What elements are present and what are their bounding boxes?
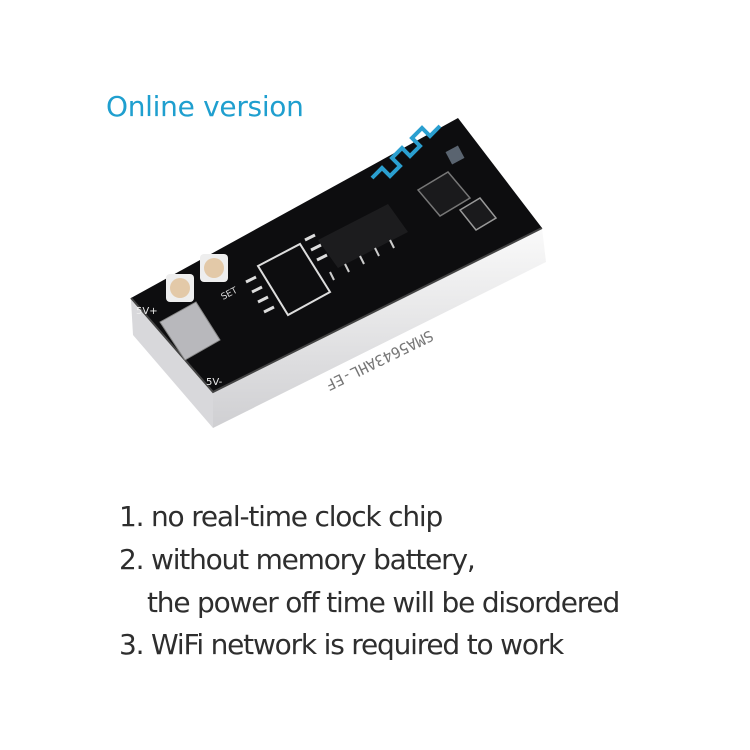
wifi-chip <box>416 171 472 217</box>
feature-2: 2. without memory battery, <box>119 543 476 576</box>
svg-text:5V+: 5V+ <box>136 306 158 317</box>
feature-2-continued: the power off time will be disordered <box>147 586 620 619</box>
display-front-face <box>213 228 546 428</box>
page-title: Online version <box>106 90 304 123</box>
driver-chip <box>318 204 408 268</box>
chip-small <box>458 197 498 231</box>
feature-1: 1. no real-time clock chip <box>119 500 443 533</box>
wifi-antenna-trace <box>370 124 442 180</box>
feature-3: 3. WiFi network is required to work <box>119 628 564 661</box>
display-side-face <box>131 300 213 428</box>
svg-text:5V-: 5V- <box>206 377 223 388</box>
micro-usb-port <box>159 301 221 361</box>
chip-outline <box>256 242 332 317</box>
